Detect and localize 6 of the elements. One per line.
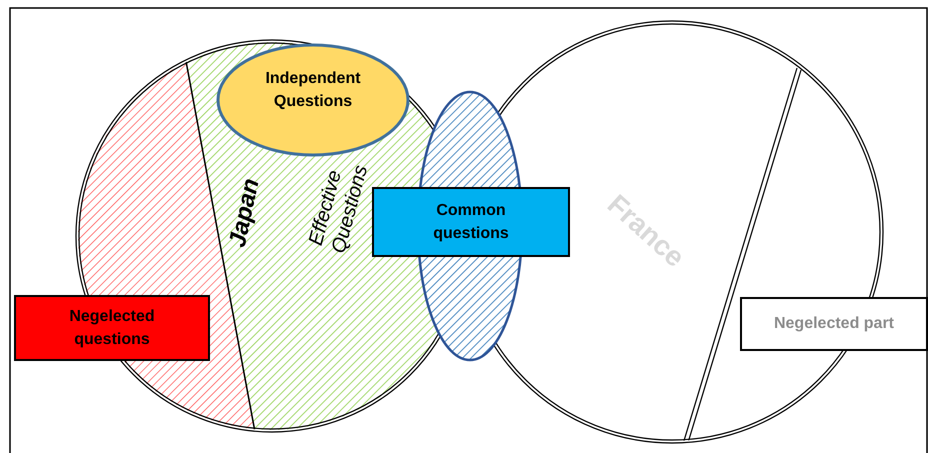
label-box: Common questions (372, 187, 570, 257)
region-label: Japan (224, 176, 266, 250)
ellipse-label: Independent Questions (264, 69, 362, 112)
label-box: Negelected questions (14, 295, 210, 361)
label-box: Negelected part (740, 297, 928, 351)
region-label: Effective Questions (304, 166, 371, 256)
